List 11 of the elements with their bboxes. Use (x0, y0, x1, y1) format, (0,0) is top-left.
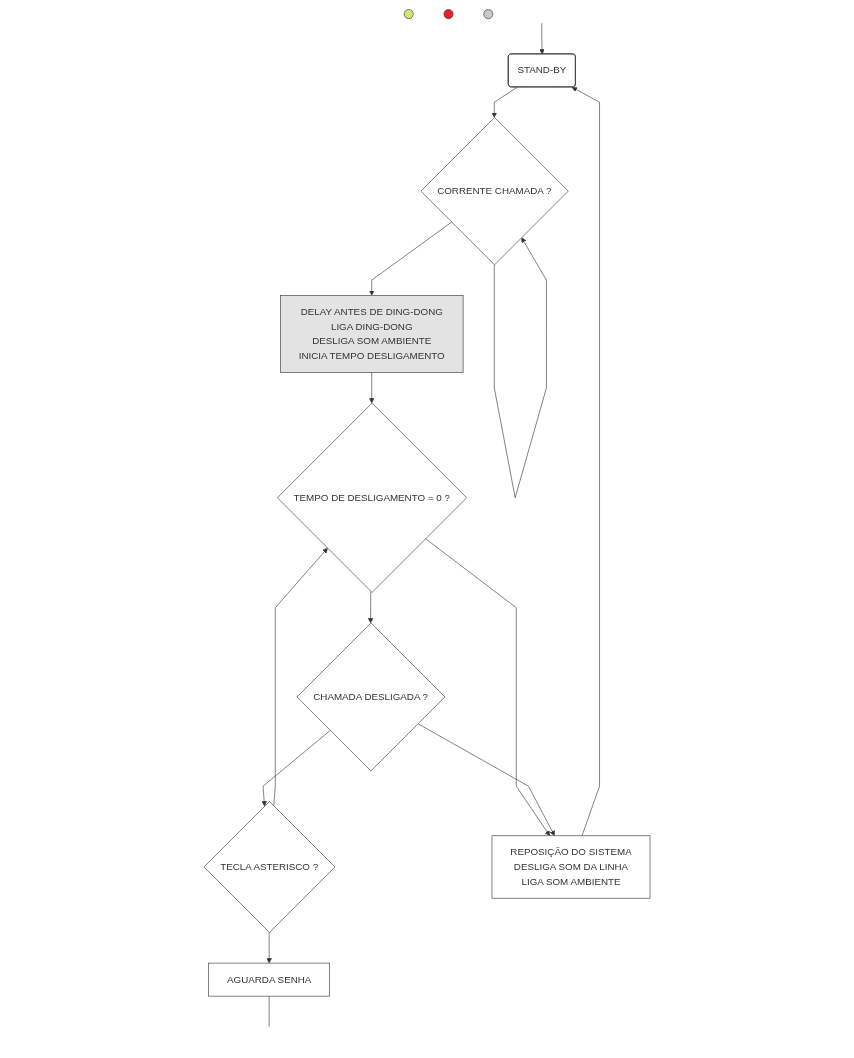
node-circle (443, 9, 454, 19)
node-circle (483, 9, 494, 19)
node-box: AGUARDA SENHA (208, 962, 330, 997)
node-diamond: TECLA ASTERISCO ? (203, 801, 336, 933)
node-circle (403, 9, 414, 19)
node-box: DELAY ANTES DE DING-DONG LIGA DING-DONG DESLIGA SOM AMBIENTE INICIA TEMPO DESLIGAMENTO (280, 295, 464, 373)
node-box: REPOSIÇÃO DO SISTEMA DESLIGA SOM DA LINHA LIGA SOM AMBIENTE (491, 835, 651, 899)
node-diamond: TEMPO DE DESLIGAMENTO = 0 ? (277, 402, 467, 593)
connector (268, 995, 270, 1028)
node-diamond: CORRENTE CHAMADA ? (420, 117, 569, 266)
node-diamond: CHAMADA DESLIGADA ? (296, 622, 446, 772)
